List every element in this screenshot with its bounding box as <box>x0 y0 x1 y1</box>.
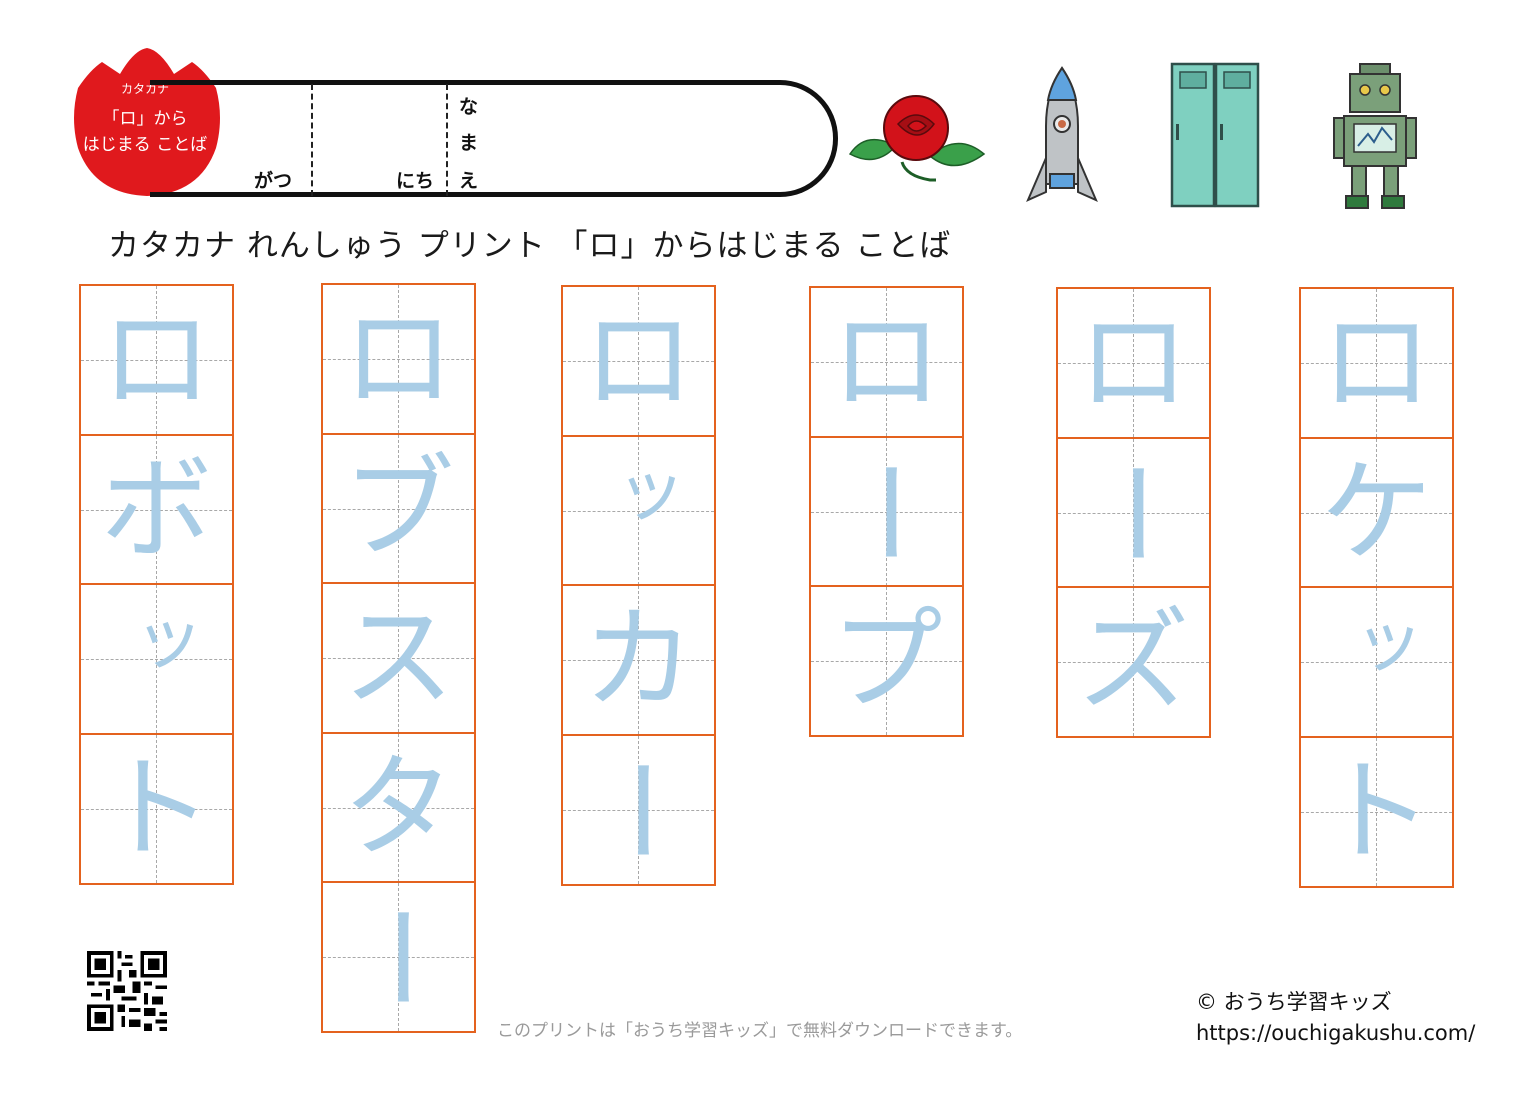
trace-character: ト <box>1320 746 1433 877</box>
trace-character: ロ <box>1077 298 1190 428</box>
guide-line-horizontal <box>81 360 232 361</box>
name-label-ma: ま <box>459 132 479 154</box>
practice-cell[interactable]: ッ <box>79 583 234 735</box>
practice-cell[interactable]: タ <box>321 731 476 884</box>
practice-cell[interactable]: ー <box>1056 436 1211 589</box>
practice-cell[interactable]: ロ <box>79 284 234 436</box>
trace-character: ス <box>342 593 455 723</box>
guide-line-horizontal <box>811 362 962 363</box>
guide-line-horizontal <box>811 511 962 513</box>
guide-line-horizontal <box>323 508 474 510</box>
copyright-text: © おうち学習キッズ <box>1196 990 1392 1014</box>
trace-character: プ <box>830 596 943 726</box>
trace-character: ッ <box>616 448 686 531</box>
trace-character: ー <box>1068 456 1199 569</box>
qr-code-icon <box>87 951 167 1031</box>
guide-line-horizontal <box>811 661 962 662</box>
trace-character: ー <box>333 901 464 1013</box>
guide-line-horizontal <box>1058 363 1209 364</box>
trace-character: ロ <box>100 295 213 425</box>
trace-character: ロ <box>342 294 455 424</box>
word-column: ロケット <box>1299 287 1454 888</box>
practice-cell[interactable]: カ <box>561 584 716 736</box>
practice-cell[interactable]: ト <box>1299 735 1454 888</box>
practice-cell[interactable]: ー <box>321 881 476 1033</box>
guide-line-horizontal <box>323 957 474 958</box>
robot-icon <box>1333 63 1417 209</box>
trace-character: ブ <box>342 443 455 574</box>
practice-cell[interactable]: ケ <box>1299 436 1454 589</box>
guide-line-horizontal <box>1301 512 1452 514</box>
trace-character: ズ <box>1077 597 1190 727</box>
trace-character: ッ <box>1354 600 1424 682</box>
locker-icon <box>1170 62 1260 208</box>
name-label-e: え <box>459 170 479 192</box>
trace-character: ボ <box>100 444 213 575</box>
worksheet-title: カタカナ れんしゅう プリント 「ロ」からはじまる ことば <box>108 228 952 264</box>
divider-day <box>446 84 448 196</box>
footer-note: このプリントは「おうち学習キッズ」で無料ダウンロードできます。 <box>497 1021 1023 1041</box>
guide-line-horizontal <box>323 359 474 360</box>
guide-line-horizontal <box>1058 662 1209 663</box>
practice-cell[interactable]: ロ <box>1056 287 1211 439</box>
practice-cell[interactable]: ブ <box>321 432 476 585</box>
guide-line-horizontal <box>563 660 714 661</box>
practice-cell[interactable]: ト <box>79 732 234 885</box>
rocket-icon <box>1026 66 1098 202</box>
practice-cell[interactable]: ロ <box>1299 287 1454 439</box>
practice-cell[interactable]: ズ <box>1056 586 1211 738</box>
name-date-box <box>150 80 838 197</box>
day-label: にち <box>396 170 435 192</box>
divider-month <box>311 84 313 196</box>
practice-cell[interactable]: ッ <box>561 434 716 587</box>
word-column: ロープ <box>809 286 964 737</box>
practice-cell[interactable]: ー <box>561 733 716 886</box>
guide-line-horizontal <box>81 509 232 511</box>
trace-character: ッ <box>134 597 204 679</box>
trace-character: ロ <box>1320 298 1433 428</box>
practice-cell[interactable]: ッ <box>1299 586 1454 738</box>
guide-line-horizontal <box>1301 811 1452 813</box>
practice-cell[interactable]: ス <box>321 582 476 734</box>
trace-character: ト <box>100 743 213 874</box>
guide-line-horizontal <box>1301 662 1452 663</box>
month-label: がつ <box>254 170 293 192</box>
guide-line-horizontal <box>323 807 474 809</box>
practice-cell[interactable]: プ <box>809 585 964 737</box>
guide-line-horizontal <box>1301 363 1452 364</box>
trace-character: ロ <box>582 296 695 426</box>
guide-line-horizontal <box>563 361 714 362</box>
guide-line-horizontal <box>81 808 232 810</box>
guide-line-horizontal <box>1058 512 1209 514</box>
site-url-link[interactable]: https://ouchigakushu.com/ <box>1196 1021 1476 1045</box>
practice-cell[interactable]: ー <box>809 435 964 588</box>
practice-cell[interactable]: ロ <box>561 285 716 437</box>
rose-icon <box>848 95 986 182</box>
word-column: ロボット <box>79 284 234 885</box>
practice-cell[interactable]: ロ <box>321 283 476 435</box>
guide-line-horizontal <box>323 658 474 659</box>
trace-character: ー <box>821 455 952 568</box>
trace-character: タ <box>342 742 455 873</box>
practice-cell[interactable]: ボ <box>79 433 234 586</box>
word-column: ロッカー <box>561 285 716 886</box>
trace-character: カ <box>582 595 695 725</box>
guide-line-horizontal <box>563 809 714 811</box>
trace-character: ー <box>573 753 704 866</box>
name-box-left-edge <box>150 80 218 197</box>
word-column: ロブスター <box>321 283 476 1033</box>
trace-character: ケ <box>1320 447 1433 578</box>
name-label-na: な <box>459 96 479 118</box>
word-column: ローズ <box>1056 287 1211 738</box>
practice-cell[interactable]: ロ <box>809 286 964 438</box>
guide-line-horizontal <box>563 510 714 512</box>
trace-character: ロ <box>830 297 943 427</box>
guide-line-horizontal <box>81 659 232 660</box>
